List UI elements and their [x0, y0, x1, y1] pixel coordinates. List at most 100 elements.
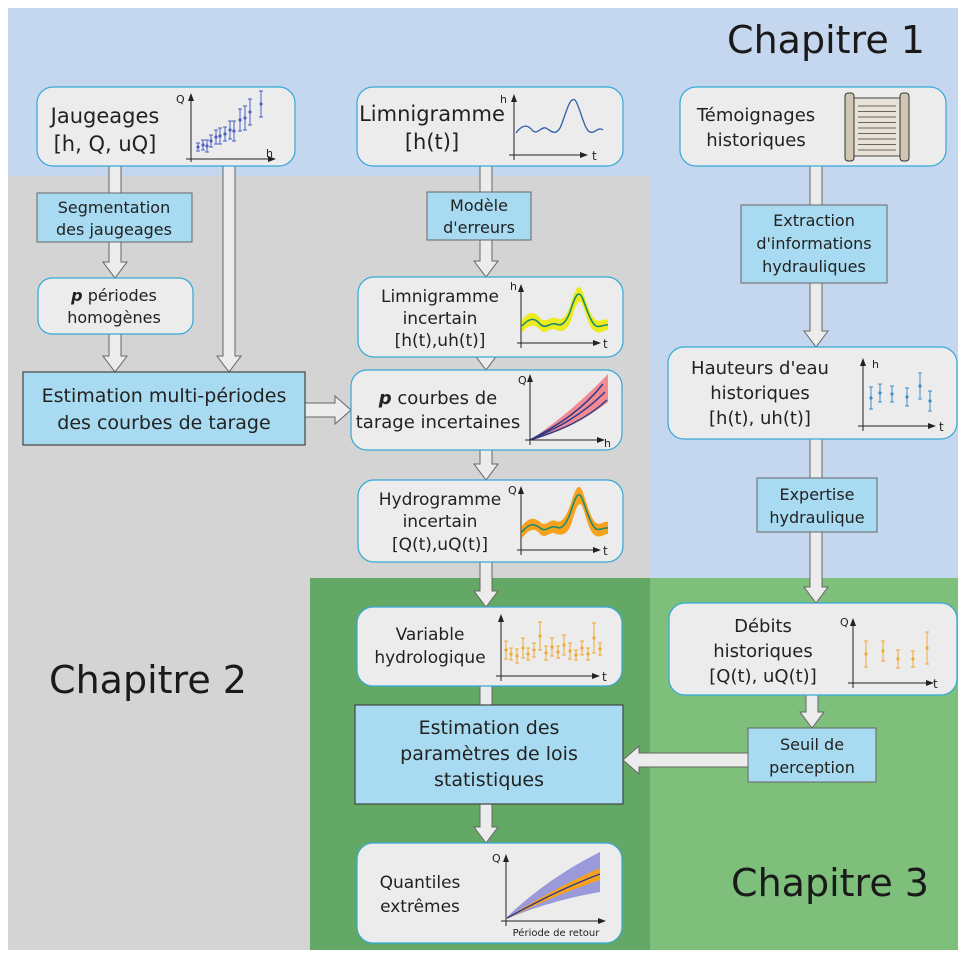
chapter3-title: Chapitre 3 — [731, 861, 929, 905]
hauteurs-label2: historiques — [710, 383, 810, 404]
gauging-point — [218, 134, 222, 138]
chapter1-title: Chapitre 1 — [727, 18, 925, 62]
debits-axis-x: t — [933, 677, 938, 691]
limnigramme-label: Limnigramme — [359, 102, 505, 126]
connector-limnigramme-modele — [479, 165, 493, 193]
quantiles-label2: extrêmes — [380, 897, 460, 917]
quantiles-axis-y: Q — [492, 852, 501, 865]
flood-variable-point — [538, 634, 542, 638]
flood-variable-point — [532, 648, 536, 652]
expertise-label2: hydraulique — [769, 508, 864, 527]
scroll-icon — [844, 92, 910, 162]
quantiles-plot: Q Période de retour — [492, 852, 606, 939]
hydrogramme-plot: Q t — [508, 484, 609, 558]
arrow-expertise-debits — [803, 531, 829, 604]
arrow-seuil-estimation — [622, 744, 749, 776]
courbes-label2: tarage incertaines — [356, 412, 520, 433]
limni-inc-vars: [h(t),uh(t)] — [395, 331, 486, 351]
flood-variable-point — [574, 653, 578, 657]
flood-variable-point — [515, 654, 519, 658]
node-jaugeages: Jaugeages [h, Q, uQ] Q h — [36, 86, 296, 167]
expertise-label: Expertise — [779, 485, 854, 504]
historical-flow-point — [896, 657, 900, 661]
process-estimation-params: Estimation des paramètres de lois statis… — [354, 704, 624, 805]
connector-hauteurs-expertise — [809, 438, 823, 479]
arrow-estimation-courbes — [304, 394, 352, 426]
arrow-hydrogramme-variable — [473, 561, 499, 608]
jaugeages-plot: Q h — [176, 90, 276, 162]
flood-variable-point — [562, 643, 566, 647]
flood-variable-point — [592, 636, 596, 640]
gauging-point — [243, 116, 247, 120]
gauging-point — [228, 128, 232, 132]
gauging-point — [214, 135, 218, 139]
gauging-point — [238, 118, 242, 122]
courbes-axis-y: Q — [518, 374, 527, 387]
hauteurs-vars: [h(t), uh(t)] — [709, 408, 811, 429]
estimation-multi-label: Estimation multi-périodes — [42, 385, 287, 407]
hauteurs-label: Hauteurs d'eau — [691, 358, 829, 379]
arrow-extraction-hauteurs — [803, 282, 829, 348]
gauging-point — [248, 110, 252, 114]
arrow-courbes-hydrogramme — [473, 449, 499, 481]
flood-variable-point — [598, 647, 602, 651]
gauging-point — [232, 129, 236, 133]
gauging-point — [223, 132, 227, 136]
variable-label2: hydrologique — [374, 648, 485, 668]
debits-label2: historiques — [713, 641, 813, 662]
quantiles-label: Quantiles — [380, 873, 461, 893]
hydrogramme-label: Hydrogramme — [379, 490, 501, 510]
seuil-label2: perception — [769, 758, 855, 777]
courbes-label: courbes de — [392, 388, 498, 409]
temoignages-label: Témoignages — [696, 105, 815, 126]
limnigramme-plot: h t — [500, 93, 604, 163]
gauging-point — [205, 144, 209, 148]
hydrogramme-label2: incertain — [403, 512, 478, 532]
flood-variable-point — [526, 652, 530, 656]
jaugeages-axis-y: Q — [176, 93, 185, 106]
extraction-label2: d'informations — [756, 234, 871, 253]
node-limnigramme: Limnigramme [h(t)] h t — [356, 86, 624, 167]
historical-level-point — [905, 395, 909, 399]
flood-variable-point — [544, 651, 548, 655]
flood-variable-point — [521, 646, 525, 650]
process-estimation-multi: Estimation multi-périodes des courbes de… — [22, 371, 306, 446]
node-periodes: p périodes homogènes — [37, 277, 194, 335]
variable-plot: t — [496, 614, 607, 684]
flood-variable-point — [586, 652, 590, 656]
historical-level-point — [918, 384, 922, 388]
process-expertise: Expertise hydraulique — [756, 477, 878, 533]
hauteurs-axis-x: t — [939, 420, 944, 434]
hauteurs-axis-y: h — [872, 358, 879, 371]
limnigramme-axis-y: h — [500, 93, 507, 106]
arrow-segmentation-periodes — [102, 241, 128, 279]
jaugeages-label: Jaugeages — [49, 104, 160, 128]
jaugeages-vars: [h, Q, uQ] — [54, 132, 157, 156]
debits-label: Débits — [734, 616, 792, 637]
gauging-point — [201, 143, 205, 147]
arrow-periodes-estimation — [102, 333, 128, 373]
node-temoignages: Témoignages historiques — [679, 86, 947, 167]
segmentation-label: Segmentation — [58, 198, 170, 217]
historical-level-point — [928, 399, 932, 403]
process-extraction: Extraction d'informations hydrauliques — [740, 204, 888, 284]
modele-label: Modèle — [450, 196, 508, 215]
periodes-p: p — [70, 286, 82, 305]
process-segmentation: Segmentation des jaugeages — [36, 192, 193, 243]
jaugeages-axis-x: h — [266, 147, 273, 160]
temoignages-label2: historiques — [706, 130, 806, 151]
courbes-p: p — [378, 388, 392, 409]
historical-flow-point — [881, 649, 885, 653]
process-modele-erreurs: Modèle d'erreurs — [426, 191, 532, 241]
node-limni-incertain: Limnigramme incertain [h(t),uh(t)] h t — [357, 276, 624, 358]
debits-plot: Q t — [840, 616, 938, 691]
periodes-label: périodes — [83, 286, 157, 305]
gauging-point — [259, 102, 263, 106]
arrow-estimation-quantiles — [473, 803, 499, 844]
flood-variable-point — [504, 648, 508, 652]
variable-axis-x: t — [602, 670, 607, 684]
node-debits: Débits historiques [Q(t), uQ(t)] Q t — [668, 602, 958, 696]
courbes-plot: Q h — [518, 374, 611, 450]
